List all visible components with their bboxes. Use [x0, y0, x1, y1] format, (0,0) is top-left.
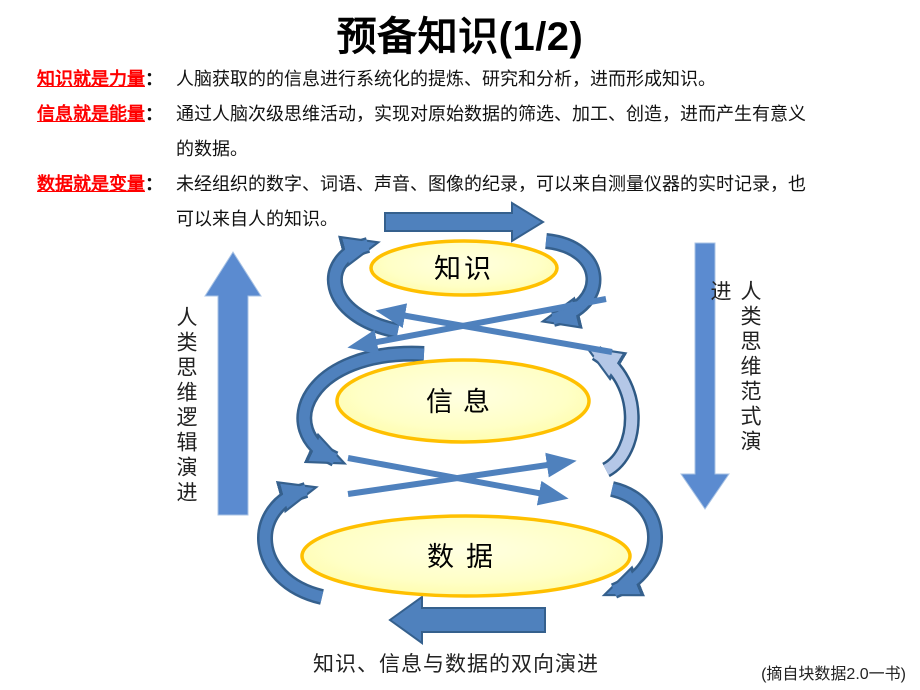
cross-arrow-info-to-knowledge-lower — [347, 296, 607, 355]
rotation-arc-knowledge-left — [326, 235, 400, 339]
rotation-arc-information-right — [584, 346, 640, 478]
definition-text-knowledge: 人脑获取的的信息进行系统化的提炼、研究和分析，进而形成知识。 — [176, 69, 716, 89]
definition-text-data-line2: 可以来自人的知识。 — [176, 209, 338, 229]
rotation-arc-information-left — [296, 345, 425, 467]
definition-colon: ： — [145, 174, 163, 194]
page-title: 预备知识(1/2) — [336, 15, 584, 59]
definition-text-data-line1: 未经组织的数字、词语、声音、图像的纪录，可以来自测量仪器的实时记录，也 — [176, 174, 806, 194]
node-data — [300, 514, 632, 598]
definition-term-knowledge: 知识就是力量 — [37, 69, 145, 89]
definition-knowledge: 知识就是力量： 人脑获取的的信息进行系统化的提炼、研究和分析，进而形成知识。 — [0, 62, 898, 97]
definitions-block: 知识就是力量： 人脑获取的的信息进行系统化的提炼、研究和分析，进而形成知识。 信… — [0, 62, 898, 237]
top-cycle-arrow-right — [384, 201, 545, 243]
definition-text-information-line1: 通过人脑次级思维活动，实现对原始数据的筛选、加工、创造，进而产生有意义 — [176, 104, 806, 124]
node-label-data: 数据 — [427, 542, 505, 572]
definition-colon: ： — [145, 104, 163, 124]
node-label-knowledge: 知识 — [434, 254, 494, 284]
definition-text-information-line2: 的数据。 — [176, 139, 248, 159]
rotation-arc-knowledge-right — [540, 233, 602, 329]
cross-arrow-info-to-data-lower — [347, 455, 569, 506]
rotation-arc-data-left — [257, 481, 325, 605]
node-knowledge — [369, 239, 559, 297]
definition-term-data: 数据就是变量 — [37, 174, 145, 194]
right-axis-label: 人类思维范式演进 — [708, 280, 761, 455]
source-citation: (摘自块数据2.0一书) — [761, 666, 906, 683]
up-arrow-left-axis — [204, 251, 262, 516]
definition-data: 数据就是变量： 未经组织的数字、词语、声音、图像的纪录，可以来自测量仪器的实时记… — [0, 167, 898, 237]
definition-term-information: 信息就是能量 — [37, 104, 145, 124]
down-arrow-right-axis — [680, 242, 730, 510]
node-label-information: 信息 — [426, 387, 500, 417]
definition-colon: ： — [145, 69, 163, 89]
diagram-caption: 知识、信息与数据的双向演进 — [313, 653, 599, 676]
rotation-arc-data-right — [601, 481, 663, 599]
cross-arrow-info-to-knowledge-upper — [375, 303, 613, 355]
left-axis-label: 人类思维逻辑演进 — [174, 306, 197, 506]
bottom-cycle-arrow-left — [388, 595, 546, 645]
node-information — [335, 358, 591, 444]
definition-information: 信息就是能量： 通过人脑次级思维活动，实现对原始数据的筛选、加工、创造，进而产生… — [0, 97, 898, 167]
